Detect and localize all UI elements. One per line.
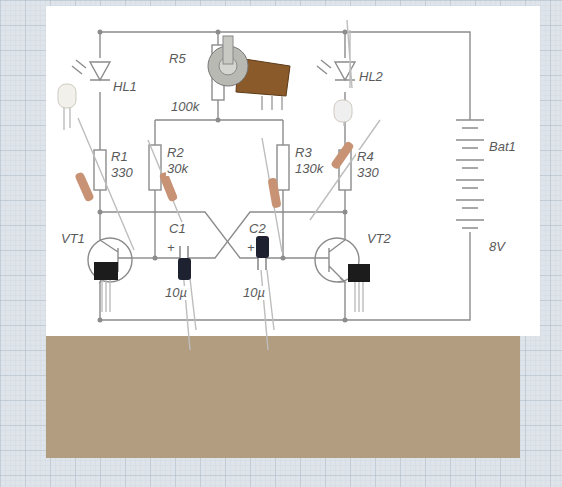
transistor-symbol (88, 238, 359, 282)
schematic-wires (100, 32, 470, 320)
potentiometer-part (208, 36, 290, 110)
transistor-part (94, 262, 370, 282)
part-label: + (166, 241, 176, 255)
part-label: R1 (110, 150, 129, 164)
part-label: VT1 (60, 232, 86, 246)
junction-dots (98, 30, 348, 323)
part-label: R5 (168, 52, 187, 66)
part-label: Bat1 (488, 140, 517, 154)
part-label: 8V (488, 240, 506, 254)
component-leads (64, 20, 380, 350)
cardboard (46, 336, 520, 458)
paper-sheet (46, 6, 540, 336)
part-label: 130k (294, 162, 324, 176)
part-label: C2 (248, 222, 267, 236)
part-label: 10µ (242, 286, 266, 300)
part-label: 330 (356, 166, 380, 180)
part-label: R2 (166, 146, 185, 160)
part-label: 330 (110, 166, 134, 180)
part-label: 10µ (164, 286, 188, 300)
part-label: + (246, 241, 256, 255)
led-part (58, 84, 352, 122)
battery-symbol (456, 120, 484, 228)
part-label: 100k (170, 100, 200, 114)
part-label: R3 (294, 146, 313, 160)
part-label: HL2 (358, 70, 384, 84)
part-label: C1 (168, 222, 187, 236)
resistor-part (74, 140, 354, 208)
part-label: HL1 (112, 80, 138, 94)
part-label: R4 (356, 150, 375, 164)
capacitor-part (178, 236, 269, 280)
part-label: VT2 (366, 232, 392, 246)
part-label: 30k (166, 162, 189, 176)
resistor-symbol (94, 45, 351, 190)
